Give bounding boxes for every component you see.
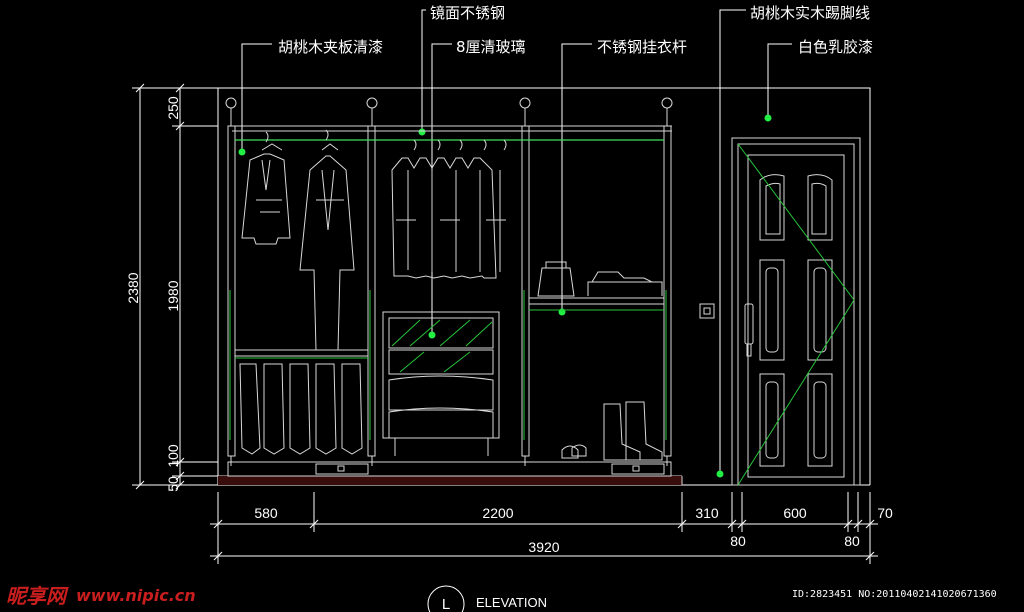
label-white-latex: 白色乳胶漆 xyxy=(798,38,873,56)
watermark: 昵享网 www.nipic.cn ID:2823451 NO:201104021… xyxy=(6,584,997,608)
label-clear-glass: 8厘清玻璃 xyxy=(456,38,526,56)
coats-left xyxy=(241,129,355,351)
title-letter: L xyxy=(442,596,450,612)
leader-dots xyxy=(238,114,772,478)
light-switch xyxy=(699,303,715,319)
watermark-id: ID:2823451 NO:20110402141020671360 xyxy=(792,589,997,600)
dim-2380: 2380 xyxy=(125,272,141,303)
dim-2200: 2200 xyxy=(482,505,513,521)
shelf-items xyxy=(537,261,663,461)
dim-80-left: 80 xyxy=(730,533,746,549)
label-walnut-veneer: 胡桃木夹板清漆 xyxy=(278,38,383,56)
dim-50: 50 xyxy=(165,476,181,492)
watermark-url: www.nipic.cn xyxy=(76,586,196,605)
dim-1980: 1980 xyxy=(165,280,181,311)
dim-250: 250 xyxy=(165,96,181,120)
label-steel-rod: 不锈钢挂衣杆 xyxy=(597,38,687,56)
vertical-dimensions: 250 2380 1980 100 50 xyxy=(125,83,218,492)
dim-580: 580 xyxy=(254,505,278,521)
label-mirror-steel: 镜面不锈钢 xyxy=(430,4,505,22)
dim-80-right: 80 xyxy=(844,533,860,549)
dim-70: 70 xyxy=(877,505,893,521)
coats-middle xyxy=(391,139,507,279)
material-labels: 胡桃木夹板清漆 镜面不锈钢 8厘清玻璃 不锈钢挂衣杆 胡桃木实木踢脚线 白色乳胶… xyxy=(278,4,873,56)
wardrobe-frame xyxy=(225,97,673,477)
dim-600: 600 xyxy=(783,505,807,521)
drawing-title: L ELEVATION xyxy=(427,585,547,612)
glass-drawer-unit xyxy=(382,311,500,456)
leader-lines xyxy=(241,9,792,474)
trousers xyxy=(239,363,363,455)
dim-100: 100 xyxy=(165,444,181,468)
watermark-logo: 昵享网 xyxy=(6,584,69,608)
horizontal-dimensions: 580 2200 310 600 70 80 80 3920 xyxy=(210,492,893,564)
dim-3920: 3920 xyxy=(528,539,559,555)
title-text: ELEVATION xyxy=(476,595,547,610)
dim-310: 310 xyxy=(695,505,719,521)
door xyxy=(731,137,861,486)
label-walnut-skirting: 胡桃木实木踢脚线 xyxy=(750,4,870,22)
